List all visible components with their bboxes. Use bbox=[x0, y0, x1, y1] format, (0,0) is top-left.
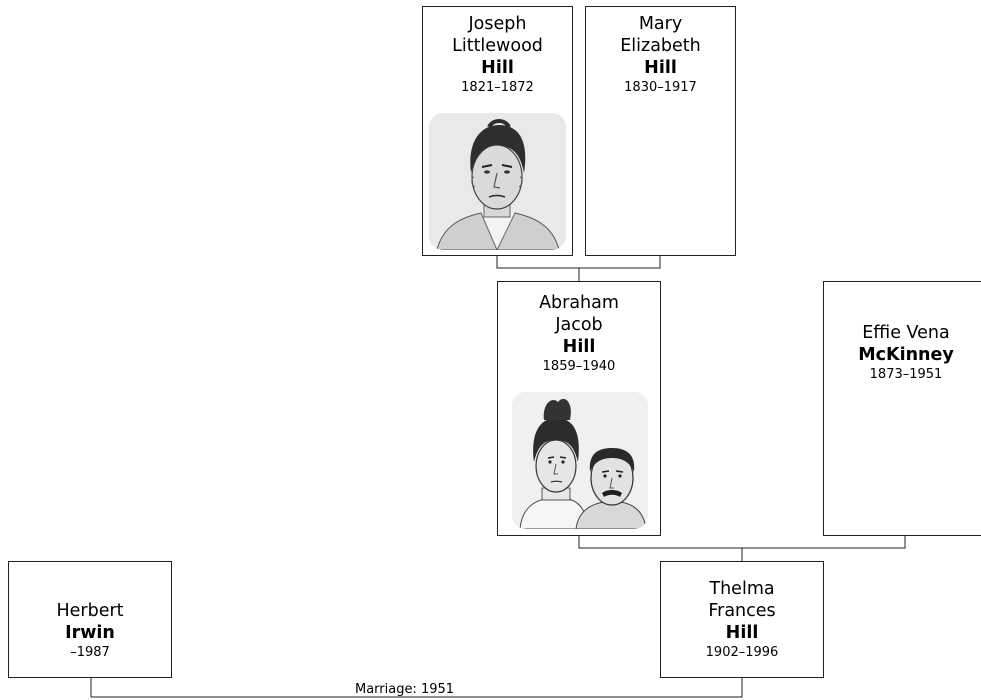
person-dates: 1859–1940 bbox=[542, 359, 616, 374]
person-given-name: Thelma Frances bbox=[708, 579, 776, 621]
marriage-label: Marriage: 1951 bbox=[355, 682, 455, 697]
person-surname: Hill bbox=[725, 623, 759, 643]
person-dates: 1873–1951 bbox=[869, 367, 943, 382]
person-given-name: Joseph Littlewood bbox=[452, 14, 543, 56]
person-dates: 1830–1917 bbox=[624, 80, 697, 95]
person-given-name: Effie Vena bbox=[862, 323, 950, 343]
person-given-name: Abraham Jacob bbox=[539, 293, 619, 335]
portrait-image bbox=[429, 113, 566, 250]
connector-abraham-effie bbox=[578, 536, 906, 549]
person-card-herbert[interactable]: Herbert Irwin –1987 bbox=[8, 561, 172, 678]
person-surname: Hill bbox=[481, 58, 514, 78]
person-surname: Irwin bbox=[65, 623, 115, 643]
person-given-name: Herbert bbox=[56, 601, 124, 621]
portrait-image bbox=[512, 392, 648, 529]
person-surname: Hill bbox=[644, 58, 677, 78]
person-surname: McKinney bbox=[858, 345, 954, 365]
person-dates: –1987 bbox=[70, 645, 110, 660]
person-given-name: Mary Elizabeth bbox=[620, 14, 701, 56]
person-dates: 1902–1996 bbox=[705, 645, 779, 660]
person-card-joseph[interactable]: Joseph Littlewood Hill 1821–1872 bbox=[422, 6, 573, 256]
connector-joseph-mary bbox=[496, 256, 661, 269]
person-card-thelma[interactable]: Thelma Frances Hill 1902–1996 bbox=[660, 561, 824, 678]
person-card-mary[interactable]: Mary Elizabeth Hill 1830–1917 bbox=[585, 6, 736, 256]
person-card-abraham[interactable]: Abraham Jacob Hill 1859–1940 bbox=[497, 281, 661, 536]
person-card-effie[interactable]: Effie Vena McKinney 1873–1951 bbox=[823, 281, 981, 536]
person-surname: Hill bbox=[562, 337, 596, 357]
person-dates: 1821–1872 bbox=[461, 80, 534, 95]
